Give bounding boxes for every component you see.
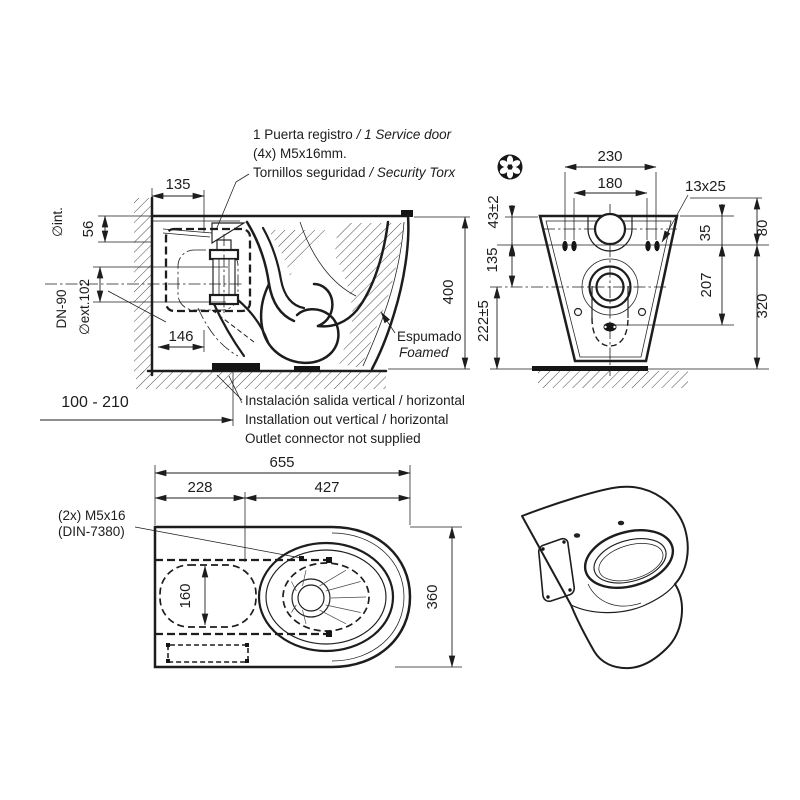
- dim-56-label: 56: [80, 221, 97, 238]
- dim-180-label: 180: [597, 175, 622, 192]
- ground-bar: [532, 366, 648, 371]
- elbow-dashed: [211, 309, 255, 343]
- dim-228-label: 228: [187, 479, 212, 496]
- front-view: 43±2 135 222±5 35 207 80 320 230 180 13x…: [475, 148, 771, 388]
- outer-shell: [370, 214, 410, 371]
- bowl-construction-line: [299, 221, 357, 297]
- slot-size-label: 13x25: [685, 178, 726, 195]
- outlet-flange: [212, 363, 260, 371]
- outlet-circle-mid: [588, 265, 632, 309]
- foam-leader: [380, 311, 396, 334]
- dn90-label: DN-90: [54, 289, 69, 328]
- fixing-slots: [562, 240, 660, 252]
- dim-320-label: 320: [754, 293, 771, 318]
- outlet-leader-2: [228, 375, 243, 404]
- security-screws-note: Tornillos seguridad / Security Torx: [253, 165, 456, 180]
- iso-deck-hole-2: [617, 520, 625, 526]
- bowl-front: [316, 220, 390, 328]
- dim-655-label: 655: [269, 454, 294, 471]
- elbow-swing-centerline: [197, 307, 239, 357]
- slot-leader: [661, 194, 689, 243]
- side-hole-right: [637, 307, 647, 317]
- dim-int-label: ∅int.: [50, 207, 65, 237]
- iso-deck-hole-1: [573, 533, 581, 538]
- iso-bowl-rim: [583, 529, 675, 589]
- elbow-inner: [212, 302, 246, 358]
- trap-cover-dashed: [591, 317, 629, 347]
- side-section-view: 56 ∅ext.102 ∅int. DN-90 135 146 400 100 …: [40, 127, 470, 446]
- trap-channel: [261, 226, 306, 310]
- dim-400-label: 400: [440, 279, 457, 304]
- dim-43-label: 43±2: [485, 195, 502, 228]
- seat-buffer: [401, 210, 413, 217]
- security-screws-note-en: / Security Torx: [368, 165, 456, 180]
- pipe-clearance-centerline: [177, 249, 239, 311]
- bowl-rim-outer: [257, 541, 395, 653]
- bowl-spokes: [291, 569, 367, 625]
- outlet-note-es: Instalación salida vertical / horizontal: [245, 393, 465, 408]
- side-hole-left: [573, 307, 583, 317]
- iso-service-door: [537, 537, 576, 603]
- outlet-connector-note: Outlet connector not supplied: [245, 431, 421, 446]
- iso-bowl-shoulder: [587, 583, 642, 607]
- body-inner-line: [545, 220, 672, 358]
- outlet-circle-inner: [595, 272, 625, 302]
- plan-view: 160 (2x) M5x16 (DIN-7380) 655 228 427 36…: [58, 454, 462, 669]
- dn90-leader: [107, 290, 167, 323]
- dim-35-label: 35: [697, 225, 714, 242]
- outlet-circle-outer: [581, 258, 639, 316]
- outlet-top-inner: [297, 584, 325, 612]
- fixing-plate-dashed: [167, 644, 249, 663]
- outlet-leader-1: [216, 374, 243, 401]
- bowl-rim-inner: [265, 549, 387, 645]
- dim-427-label: 427: [314, 479, 339, 496]
- iso-deck-front-edge: [570, 583, 676, 614]
- foam-label-en: Foamed: [399, 345, 449, 360]
- dim-100-210-label: 100 - 210: [61, 394, 129, 411]
- dim-360-label: 360: [424, 584, 441, 609]
- security-torx-icon: [497, 154, 523, 180]
- dim-80-label: 80: [754, 220, 771, 237]
- service-door-note-es: 1 Puerta registro: [253, 127, 357, 142]
- dim-135-front-label: 135: [484, 247, 501, 272]
- screw-note-1: (2x) M5x16: [58, 508, 126, 523]
- dim-146-label: 146: [168, 328, 193, 345]
- ground-hatch: [538, 371, 688, 388]
- elbow-outer: [236, 298, 270, 344]
- foam-label-es: Espumado: [397, 329, 462, 344]
- outlet-note-en: Installation out vertical / horizontal: [245, 412, 448, 427]
- flush-inlet-circle: [593, 212, 627, 246]
- lid-edge-2: [162, 232, 211, 238]
- isometric-view: [521, 485, 689, 670]
- service-compartment-dashed: [164, 227, 252, 313]
- iso-door-screws: [541, 540, 572, 599]
- floor-hatch: [136, 371, 386, 389]
- flush-inlet-arc: [587, 228, 633, 252]
- outlet-flange-2: [294, 366, 320, 372]
- dim-135-label: 135: [165, 176, 190, 193]
- plan-inner-wall: [331, 532, 405, 662]
- dim-ext-102-label: ∅ext.102: [77, 279, 92, 335]
- foam-hatch: [335, 223, 404, 368]
- dim-207-label: 207: [698, 272, 715, 297]
- security-screws-note-es: Tornillos seguridad: [253, 165, 369, 180]
- service-door-note-en: / 1 Service door: [356, 127, 452, 142]
- foam-hatch-2: [268, 230, 334, 276]
- dim-160-label: 160: [177, 583, 194, 608]
- screw-leader: [134, 526, 302, 559]
- dim-222-label: 222±5: [475, 300, 492, 342]
- security-screw-leader: [215, 173, 250, 231]
- screws-note: (4x) M5x16mm.: [253, 146, 347, 161]
- wall-hatch: [134, 198, 152, 375]
- service-door-note: 1 Puerta registro / 1 Service door: [253, 127, 452, 142]
- trap-weir: [312, 282, 334, 328]
- dim-230-label: 230: [597, 148, 622, 165]
- screw-note-2: (DIN-7380): [58, 524, 125, 539]
- outlet-top-outer: [291, 578, 331, 618]
